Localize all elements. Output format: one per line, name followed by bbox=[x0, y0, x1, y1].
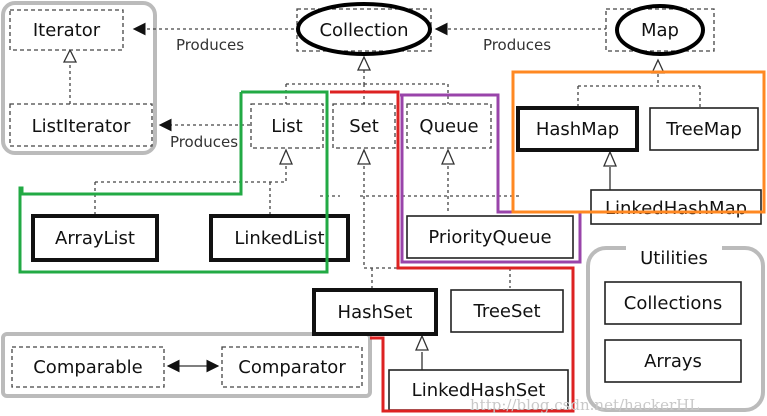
iterator-label: Iterator bbox=[33, 20, 101, 41]
linkedhashmap-label: LinkedHashMap bbox=[605, 198, 747, 219]
arraylist-label: ArrayList bbox=[55, 228, 135, 249]
watermark-text: http://blog.csdn.net/hackerHL bbox=[470, 396, 699, 414]
collections-label: Collections bbox=[624, 293, 722, 314]
comparable-node bbox=[11, 346, 165, 388]
linkedhashset-label: LinkedHashSet bbox=[412, 380, 546, 401]
comparator-label: Comparator bbox=[238, 357, 346, 378]
arrays-node bbox=[604, 339, 742, 383]
linkedlist-label: LinkedList bbox=[234, 228, 324, 249]
comparator-node bbox=[221, 346, 363, 388]
collection-label: Collection bbox=[319, 20, 408, 41]
collection-highlight-ellipse bbox=[296, 2, 432, 56]
list-iterator-node bbox=[9, 103, 153, 147]
utilities-title: Utilities bbox=[640, 248, 708, 269]
list-group-outline bbox=[18, 90, 329, 274]
linkedhashset-node bbox=[388, 369, 569, 411]
set-group-outline bbox=[330, 90, 575, 413]
utilities-group-border bbox=[586, 246, 765, 412]
produces-label-iterator: Produces bbox=[176, 36, 244, 54]
hashmap-node bbox=[516, 106, 639, 152]
treemap-node bbox=[649, 107, 759, 151]
produces-label-listiterator: Produces bbox=[170, 133, 238, 151]
list-label: List bbox=[271, 116, 302, 137]
treeset-node bbox=[450, 289, 564, 333]
produces-label-map: Produces bbox=[483, 36, 551, 54]
map-group-outline bbox=[511, 70, 766, 214]
list-iterator-label: ListIterator bbox=[32, 116, 131, 137]
arraylist-node bbox=[31, 214, 159, 262]
comparison-group-border bbox=[1, 332, 372, 398]
hashmap-label: HashMap bbox=[536, 119, 619, 140]
iterator-node bbox=[9, 9, 124, 51]
list-node bbox=[250, 103, 324, 149]
comparable-label: Comparable bbox=[33, 357, 143, 378]
hashset-node bbox=[312, 288, 438, 336]
priorityqueue-node bbox=[406, 215, 574, 259]
linkedlist-node bbox=[209, 214, 350, 262]
treeset-label: TreeSet bbox=[472, 301, 540, 322]
set-label: Set bbox=[349, 116, 379, 137]
queue-label: Queue bbox=[419, 116, 478, 137]
set-node bbox=[332, 103, 396, 149]
hashset-label: HashSet bbox=[338, 302, 413, 323]
iterator-group-border bbox=[1, 1, 157, 155]
map-highlight-ellipse bbox=[615, 4, 705, 56]
treemap-label: TreeMap bbox=[665, 119, 742, 140]
collections-node bbox=[604, 281, 742, 325]
arrays-label: Arrays bbox=[644, 351, 702, 372]
priorityqueue-label: PriorityQueue bbox=[428, 227, 551, 248]
utilities-title-bg bbox=[626, 244, 722, 266]
map-label: Map bbox=[641, 20, 679, 41]
queue-node bbox=[406, 103, 492, 149]
linkedhashmap-node bbox=[590, 189, 762, 225]
